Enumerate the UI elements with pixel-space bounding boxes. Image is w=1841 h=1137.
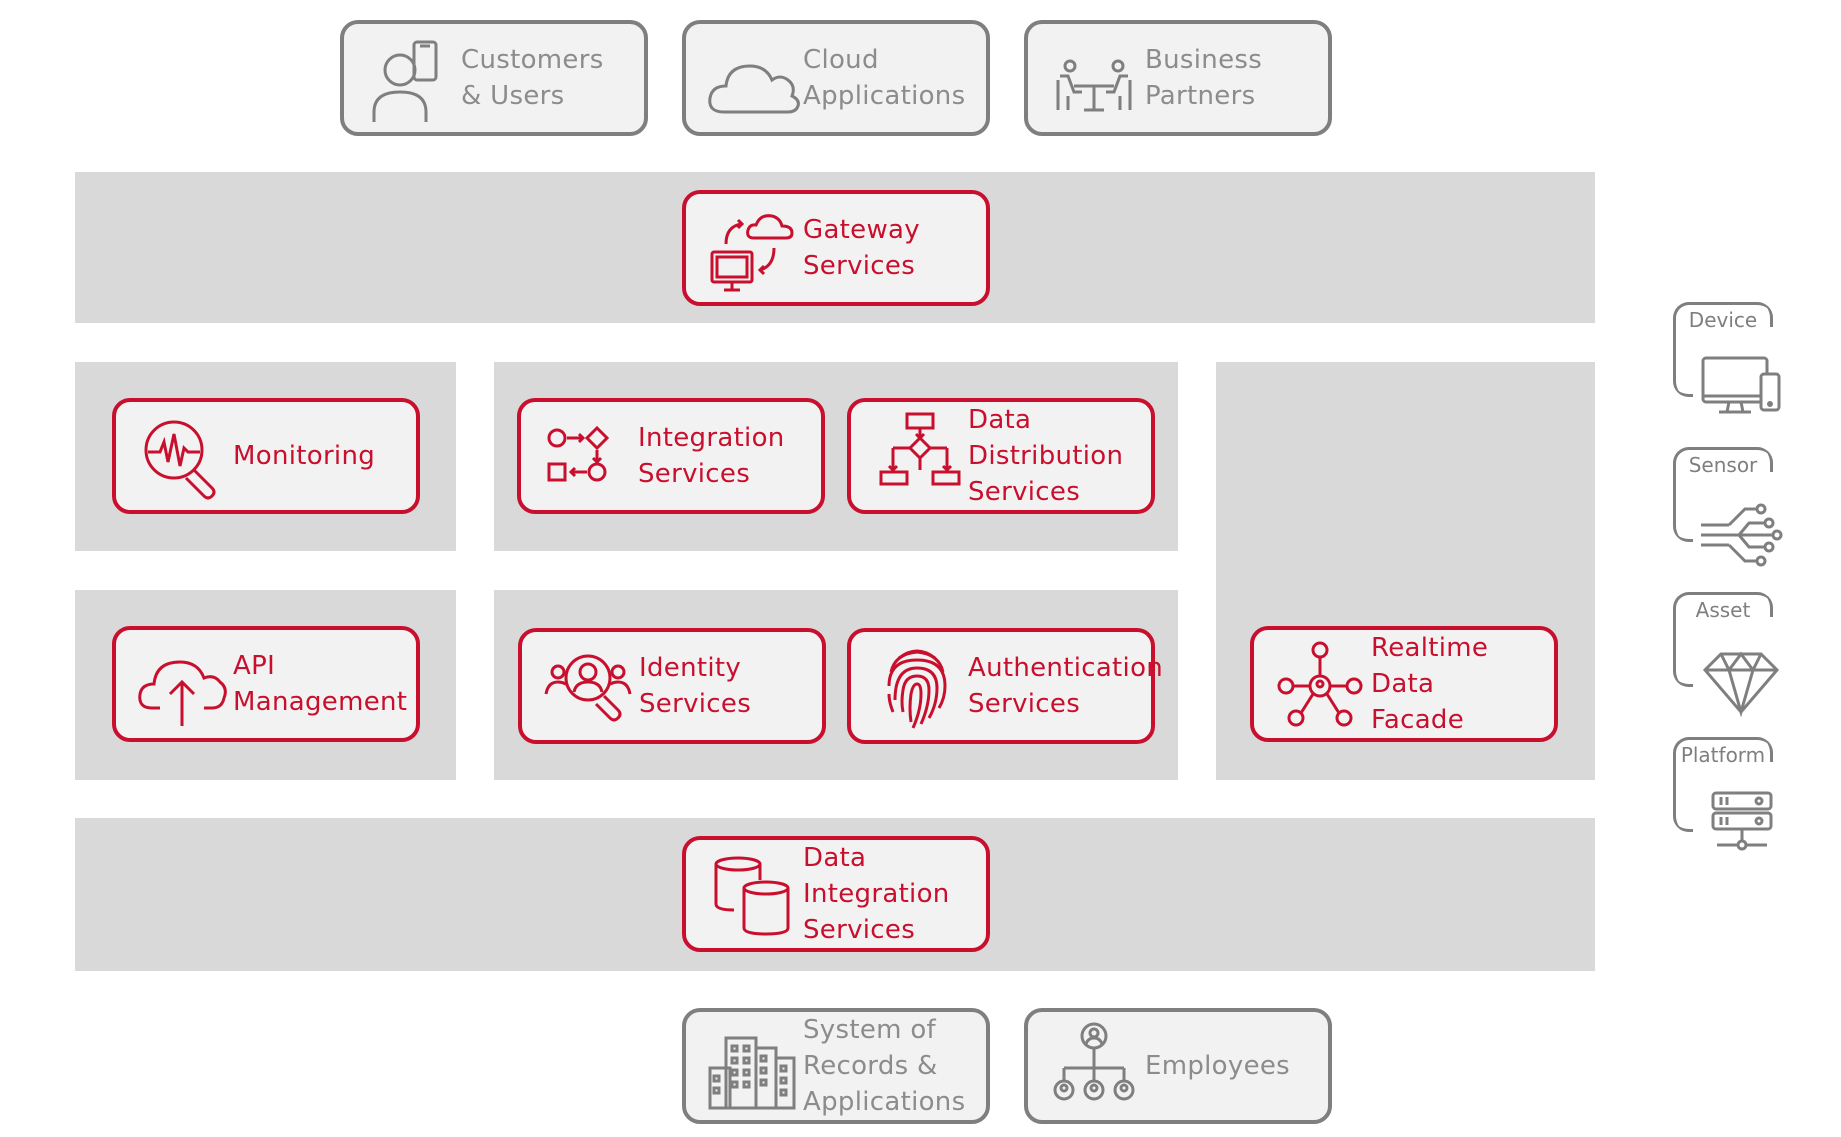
sensor-label: Sensor	[1688, 453, 1758, 477]
user-phone-icon	[372, 40, 438, 122]
authentication-services-label: Authentication Services	[968, 653, 1164, 719]
employees-label: Employees	[1145, 1051, 1291, 1081]
identity-search-icon	[544, 654, 632, 722]
integration-flow-icon	[547, 425, 610, 482]
gateway-cloud-monitor-icon	[710, 214, 794, 292]
integration-services-box[interactable]: Integration Services	[517, 398, 825, 514]
business-partners-label: Business Partners	[1145, 45, 1263, 111]
sensor-circuit-icon	[1701, 503, 1783, 567]
gateway-services-label: Gateway Services	[803, 215, 920, 281]
customers-users-box[interactable]: Customers & Users	[340, 20, 648, 136]
flowchart-icon	[879, 412, 961, 486]
monitoring-label: Monitoring	[233, 441, 376, 471]
realtime-data-facade-box[interactable]: Realtime Data Facade	[1250, 626, 1558, 742]
diamond-icon	[1702, 651, 1780, 718]
realtime-data-facade-label: Realtime Data Facade	[1371, 633, 1489, 735]
database-icon	[714, 856, 790, 936]
cloud-applications-label: Cloud Applications	[803, 45, 966, 111]
api-management-label: API Management	[233, 651, 408, 717]
device-monitor-phone-icon	[1701, 356, 1781, 414]
employees-box[interactable]: Employees	[1024, 1008, 1332, 1124]
data-integration-services-box[interactable]: Data Integration Services	[682, 836, 990, 952]
monitoring-magnifier-icon	[144, 420, 216, 500]
api-management-box[interactable]: API Management	[112, 626, 420, 742]
meeting-icon	[1056, 59, 1132, 112]
identity-services-box[interactable]: Identity Services	[518, 628, 826, 744]
fingerprint-icon	[887, 649, 947, 729]
cloud-icon	[708, 64, 800, 114]
customers-users-label: Customers & Users	[461, 45, 604, 111]
system-of-records-box[interactable]: System of Records & Applications	[682, 1008, 990, 1124]
data-distribution-services-label: Data Distribution Services	[968, 405, 1124, 507]
business-partners-box[interactable]: Business Partners	[1024, 20, 1332, 136]
gateway-services-box[interactable]: Gateway Services	[682, 190, 990, 306]
org-chart-icon	[1053, 1022, 1135, 1101]
side-item-sensor[interactable]: Sensor	[1673, 447, 1783, 567]
asset-label: Asset	[1695, 598, 1751, 622]
cloud-upload-icon	[138, 660, 227, 726]
platform-label: Platform	[1680, 743, 1766, 767]
side-item-asset[interactable]: Asset	[1673, 592, 1783, 718]
side-item-device[interactable]: Device	[1673, 302, 1783, 422]
identity-services-label: Identity Services	[639, 653, 752, 719]
device-label: Device	[1688, 308, 1758, 332]
data-integration-services-label: Data Integration Services	[803, 843, 950, 945]
system-of-records-label: System of Records & Applications	[803, 1015, 966, 1117]
side-item-platform[interactable]: Platform	[1673, 737, 1783, 857]
server-icon	[1711, 791, 1773, 851]
cloud-applications-box[interactable]: Cloud Applications	[682, 20, 990, 136]
data-distribution-services-box[interactable]: Data Distribution Services	[847, 398, 1155, 514]
authentication-services-box[interactable]: Authentication Services	[847, 628, 1163, 744]
buildings-icon	[708, 1036, 796, 1110]
monitoring-box[interactable]: Monitoring	[112, 398, 420, 514]
integration-services-label: Integration Services	[638, 423, 785, 489]
hub-network-icon	[1277, 641, 1363, 727]
